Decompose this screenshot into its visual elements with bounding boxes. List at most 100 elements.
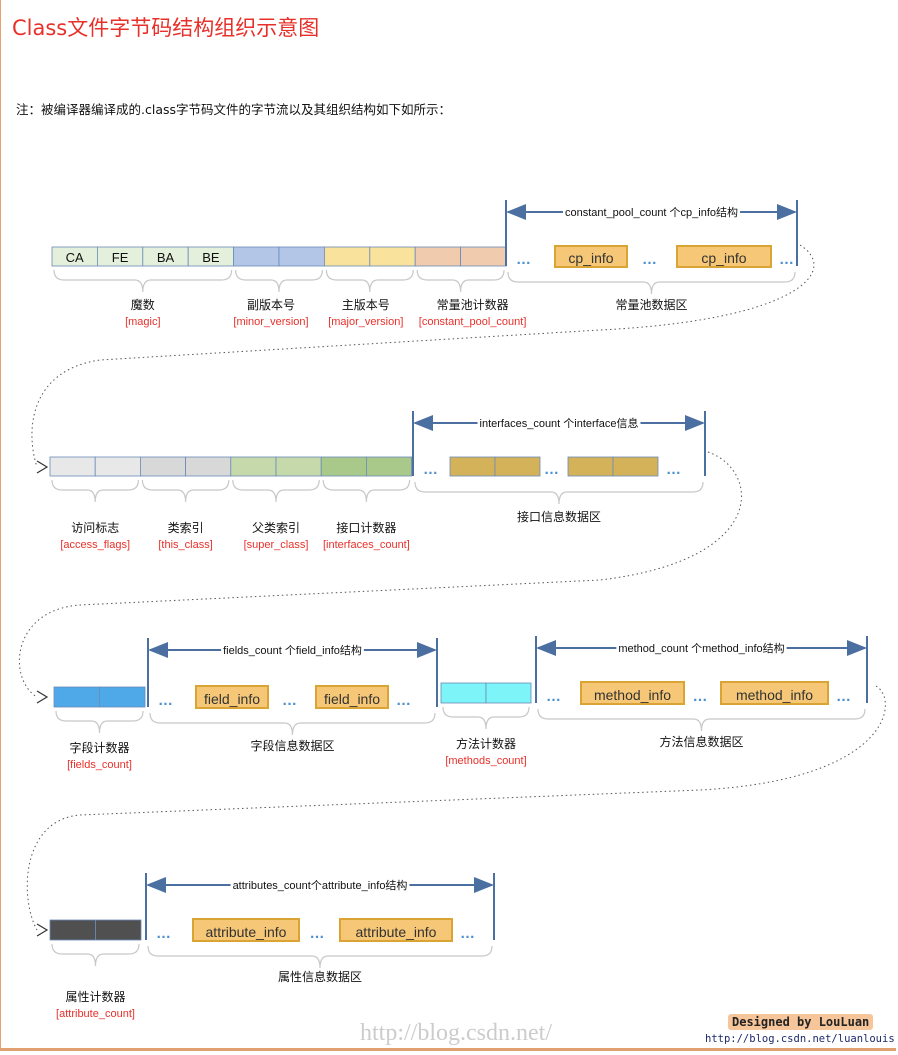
row3b-label: 方法计数器	[456, 736, 516, 751]
row1-label-en: [major_version]	[328, 316, 403, 328]
info-box-label: cp_info	[568, 250, 613, 266]
row2-label-en: [this_class]	[158, 539, 212, 551]
row1-label-en: [magic]	[125, 316, 160, 328]
row2-label-en: [interfaces_count]	[323, 539, 410, 551]
interface-cell	[567, 456, 614, 477]
row1-label: 副版本号	[247, 298, 295, 312]
row4-label-en: [attribute_count]	[56, 1008, 135, 1020]
byte-cell	[233, 246, 280, 267]
row3-label: 字段计数器	[69, 740, 129, 755]
ellipsis: …	[423, 461, 438, 478]
byte-cell	[414, 246, 462, 267]
ellipsis: …	[460, 925, 475, 942]
designed-by: Designed by LouLuan	[728, 1014, 874, 1030]
byte-cell	[369, 246, 416, 267]
row2-label: 类索引	[168, 521, 204, 535]
flow-connector	[18, 451, 742, 698]
span-label: constant_pool_count 个cp_info结构	[565, 205, 738, 219]
note-text: 注：被编译器编译成的.class字节码文件的字节流以及其组织结构如下如所示：	[16, 102, 452, 117]
row2-label: 父类索引	[252, 521, 300, 535]
span-label-bg	[230, 878, 410, 892]
row4-label: 属性计数器	[65, 989, 125, 1004]
row2-label-en: [super_class]	[244, 539, 309, 551]
ellipsis: …	[396, 692, 411, 709]
info-box	[192, 918, 300, 942]
brace	[51, 479, 139, 503]
span-label-bg	[616, 641, 787, 655]
info-box	[676, 245, 772, 268]
brace	[322, 479, 411, 503]
ellipsis: …	[282, 692, 297, 709]
brace	[147, 945, 493, 969]
ellipsis: …	[544, 461, 559, 478]
span-label: interfaces_count 个interface信息	[480, 416, 639, 430]
watermark: http://blog.csdn.net/	[360, 1020, 552, 1046]
span-label-bg	[477, 416, 641, 430]
byte-cell	[320, 456, 367, 477]
brace	[416, 269, 505, 293]
byte-value: FE	[112, 250, 129, 265]
row1-label-en: [minor_version]	[233, 316, 308, 328]
ellipsis: …	[836, 688, 851, 705]
brace	[414, 481, 704, 505]
author-url: http://blog.csdn.net/luanlouis	[705, 1033, 895, 1045]
byte-cell	[485, 682, 532, 704]
byte-cell	[49, 919, 96, 941]
byte-cell	[323, 246, 371, 267]
flow-arrow-icon	[36, 460, 49, 474]
span-label: method_count 个method_info结构	[618, 641, 784, 655]
ellipsis: …	[779, 251, 794, 268]
byte-value: BA	[157, 250, 175, 265]
flow-arrow-icon	[36, 923, 49, 937]
ellipsis: …	[310, 925, 325, 942]
brace	[325, 269, 414, 293]
byte-cell	[53, 686, 100, 708]
ellipsis: …	[642, 251, 657, 268]
region-label: 属性信息数据区	[278, 969, 362, 984]
info-box-label: field_info	[204, 691, 260, 707]
byte-cell	[460, 246, 507, 267]
span-label-bg	[221, 643, 364, 657]
info-box	[195, 685, 269, 709]
row3-label-en: [fields_count]	[67, 759, 132, 771]
brace	[235, 269, 323, 293]
brace	[141, 479, 230, 503]
row1-label-en: [constant_pool_count]	[419, 316, 527, 328]
byte-cell	[440, 682, 487, 704]
byte-cell	[365, 456, 412, 477]
region-label: 常量池数据区	[615, 297, 687, 312]
row2-label-en: [access_flags]	[60, 539, 130, 551]
info-box-label: attribute_info	[356, 924, 437, 940]
info-box-label: cp_info	[701, 250, 746, 266]
brace	[507, 271, 796, 295]
region-label: 方法信息数据区	[659, 734, 743, 749]
info-box-label: field_info	[324, 691, 380, 707]
info-box	[339, 918, 453, 942]
brace	[537, 708, 866, 732]
byte-cell	[275, 456, 322, 477]
span-label-bg	[562, 205, 741, 219]
info-box-label: method_info	[594, 687, 671, 703]
byte-cell	[49, 456, 96, 477]
byte-cell	[278, 246, 325, 267]
byte-cell	[139, 456, 186, 477]
brace	[232, 479, 320, 503]
flow-connector	[26, 685, 886, 931]
ellipsis: …	[156, 925, 171, 942]
byte-cell	[185, 456, 232, 477]
byte-cell	[94, 456, 141, 477]
ellipsis: …	[693, 688, 708, 705]
byte-value: BE	[202, 250, 220, 265]
byte-cell	[99, 686, 146, 708]
ellipsis: …	[158, 692, 173, 709]
ellipsis: …	[516, 251, 531, 268]
row1-label: 主版本号	[342, 298, 390, 312]
flow-arrow-icon	[36, 690, 49, 704]
row2-label: 接口计数器	[336, 520, 396, 535]
info-box	[315, 685, 389, 709]
region-label: 接口信息数据区	[517, 509, 601, 524]
info-box-label: method_info	[736, 687, 813, 703]
flow-connector	[31, 244, 815, 468]
